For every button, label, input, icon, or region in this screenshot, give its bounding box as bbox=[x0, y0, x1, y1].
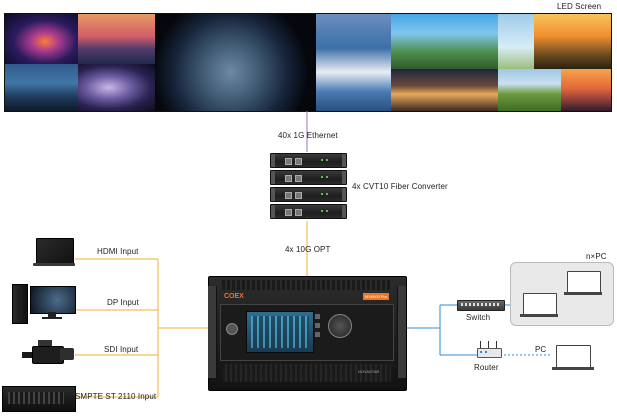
fiber-converter-2 bbox=[270, 170, 347, 185]
processor-lcd-screen bbox=[246, 311, 314, 353]
led-panel-lake bbox=[391, 14, 498, 69]
fiber-converter-4 bbox=[270, 204, 347, 219]
hdmi-input-label: HDMI Input bbox=[97, 247, 139, 256]
dp-input-label: DP Input bbox=[107, 298, 139, 307]
led-panel-liberty bbox=[561, 69, 611, 111]
switch-label: Switch bbox=[466, 313, 491, 322]
desktop-pc-icon bbox=[12, 284, 76, 324]
panel-button[interactable] bbox=[315, 332, 320, 337]
processor-bottom-brand: NOVASTAR bbox=[358, 369, 380, 374]
pc-label: PC bbox=[535, 345, 547, 354]
fiber-converter-3 bbox=[270, 187, 347, 202]
panel-button[interactable] bbox=[315, 323, 320, 328]
smpte-input-label: SMPTE ST 2110 Input bbox=[75, 392, 157, 401]
rotary-dial[interactable] bbox=[328, 314, 352, 338]
router-icon bbox=[477, 341, 502, 358]
power-knob[interactable] bbox=[226, 323, 238, 335]
opt-label: 4x 10G OPT bbox=[285, 245, 331, 254]
led-panel-nebula bbox=[78, 64, 155, 111]
router-label: Router bbox=[474, 363, 499, 372]
laptop-group-icon bbox=[510, 262, 614, 326]
laptop-icon bbox=[33, 238, 75, 268]
fiber-converter-label: 4x CVT10 Fiber Converter bbox=[352, 182, 448, 191]
sdi-input-label: SDI Input bbox=[104, 345, 139, 354]
fiber-converter-1 bbox=[270, 153, 347, 168]
processor-brand: COEX bbox=[224, 293, 244, 300]
led-panel-cattle bbox=[498, 69, 561, 111]
network-switch-icon bbox=[457, 300, 505, 311]
led-panel-sky bbox=[498, 14, 534, 69]
media-server-icon bbox=[2, 386, 76, 412]
led-screen bbox=[4, 13, 612, 112]
video-processor: COEX MX6000 Pro NOVASTAR bbox=[208, 276, 407, 391]
led-panel-galaxy bbox=[5, 14, 78, 64]
led-panel-sunset-tree bbox=[534, 14, 611, 69]
ethernet-label: 40x 1G Ethernet bbox=[278, 131, 338, 140]
led-panel-coast bbox=[5, 64, 78, 111]
led-panel-beach bbox=[78, 14, 155, 64]
led-panel-santorini bbox=[316, 14, 391, 111]
n-pc-label: n×PC bbox=[586, 252, 607, 261]
led-panel-night-town bbox=[391, 69, 498, 111]
panel-button[interactable] bbox=[315, 314, 320, 319]
laptop-icon bbox=[552, 345, 594, 373]
processor-model-badge: MX6000 Pro bbox=[363, 293, 389, 300]
led-screen-label: LED Screen bbox=[557, 2, 602, 11]
video-camera-icon bbox=[22, 340, 76, 368]
led-panel-planet bbox=[155, 14, 316, 111]
